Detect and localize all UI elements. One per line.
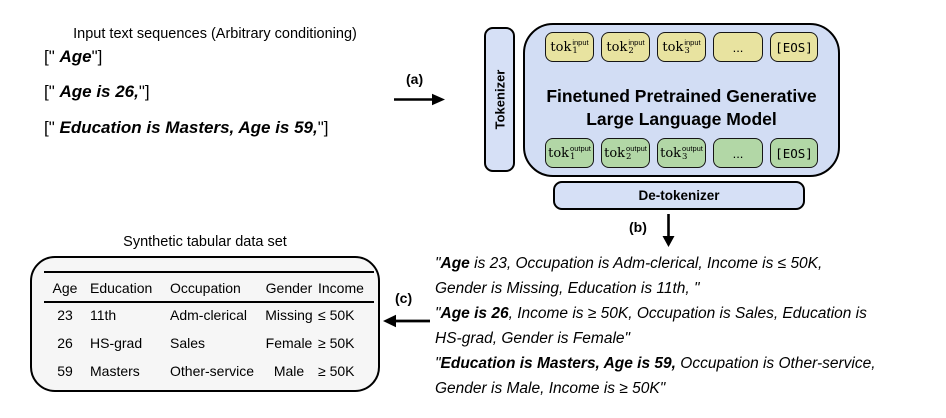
arrow-down-icon — [662, 214, 675, 247]
seq-suffix: "] — [138, 82, 150, 101]
cell-occupation: Other-service — [170, 363, 255, 379]
cell-occupation: Adm-clerical — [170, 307, 248, 323]
column-header: Gender — [265, 280, 313, 296]
step-b-label: (b) — [629, 219, 647, 235]
seq-conditioning: Education is Masters, Age is 59, — [59, 118, 318, 137]
cell-gender: Male — [273, 363, 305, 379]
output-token-ellipsis: ... — [713, 138, 763, 168]
conditioned-part: Age — [440, 255, 470, 272]
synthetic-data-table: Age Education Occupation Gender Income 2… — [40, 275, 374, 385]
seq-prefix: [" — [44, 47, 60, 66]
arrow-right-icon — [394, 93, 445, 106]
generated-text-block: "Age is 23, Occupation is Adm-clerical, … — [435, 251, 925, 401]
cell-income: ≥ 50K — [318, 335, 355, 351]
generated-sample-2: "Age is 26, Income is ≥ 50K, Occupation … — [435, 305, 867, 347]
step-a-label: (a) — [406, 71, 424, 87]
table-row: 59 Masters Other-service Male ≥ 50K — [40, 357, 374, 385]
input-sequence-1: [" Age"] — [44, 47, 102, 67]
cell-occupation: Sales — [170, 335, 206, 351]
cell-income: ≥ 50K — [318, 363, 355, 379]
seq-suffix: "] — [317, 118, 329, 137]
synthetic-table-box: Age Education Occupation Gender Income 2… — [30, 256, 380, 392]
cell-income: ≤ 50K — [318, 307, 355, 323]
seq-conditioning: Age is 26, — [59, 82, 139, 101]
tokenizer-label: Tokenizer — [492, 69, 507, 130]
seq-conditioning: Age — [59, 47, 92, 66]
column-header: Occupation — [170, 280, 241, 296]
table-row: 26 HS-grad Sales Female ≥ 50K — [40, 329, 374, 357]
cell-gender: Missing — [265, 307, 313, 323]
cell-age: 26 — [57, 335, 73, 351]
cell-education: Masters — [90, 363, 140, 379]
table-header-row: Age Education Occupation Gender Income — [40, 275, 374, 301]
generated-sample-3: "Education is Masters, Age is 59, Occupa… — [435, 355, 876, 397]
cell-education: 11th — [90, 307, 117, 323]
arrow-left-icon — [383, 314, 430, 328]
cell-age: 23 — [57, 307, 73, 323]
seq-prefix: [" — [44, 82, 60, 101]
table-row: 23 11th Adm-clerical Missing ≤ 50K — [40, 301, 374, 329]
table-title: Synthetic tabular data set — [123, 234, 287, 250]
input-eos-token: [EOS] — [770, 32, 818, 62]
seq-suffix: "] — [91, 47, 103, 66]
llm-title: Finetuned Pretrained Generative Large La… — [546, 86, 817, 129]
generated-sample-1: "Age is 23, Occupation is Adm-clerical, … — [435, 255, 823, 297]
column-header: Education — [90, 280, 153, 296]
column-header: Age — [52, 280, 78, 296]
table-top-rule — [44, 271, 374, 273]
column-header: Income — [318, 280, 364, 296]
cell-age: 59 — [57, 363, 73, 379]
tokenizer-box: Tokenizer — [484, 27, 515, 172]
input-token-ellipsis: ... — [713, 32, 763, 62]
input-sequence-3: [" Education is Masters, Age is 59,"] — [44, 118, 329, 138]
conditioned-part: Age is 26 — [440, 305, 509, 322]
conditioned-part: Education is Masters, Age is 59, — [440, 355, 676, 372]
input-panel-title: Input text sequences (Arbitrary conditio… — [73, 26, 357, 42]
table-header-rule — [44, 301, 374, 304]
step-c-label: (c) — [395, 290, 413, 306]
cell-gender: Female — [265, 335, 313, 351]
cell-education: HS-grad — [90, 335, 143, 351]
input-sequence-2: [" Age is 26,"] — [44, 82, 150, 102]
output-eos-token: [EOS] — [770, 138, 818, 168]
detokenizer-box: De-tokenizer — [553, 181, 805, 210]
seq-prefix: [" — [44, 118, 60, 137]
detokenizer-label: De-tokenizer — [638, 188, 720, 203]
